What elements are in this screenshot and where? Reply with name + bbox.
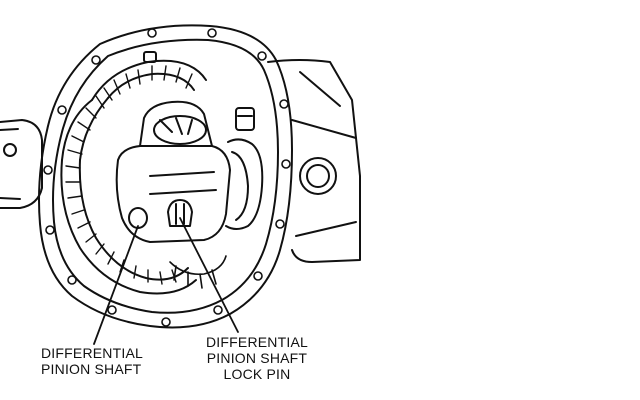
differential-case (115, 100, 231, 243)
ring-gear-teeth (65, 65, 193, 285)
pinion-gear (169, 255, 227, 289)
ring-gear (60, 59, 207, 295)
fill-plug (143, 51, 157, 63)
left-axle-tube (0, 119, 43, 209)
pinion-shaft-label-line-2: PINION SHAFT (41, 361, 142, 377)
leader-lines (93, 217, 239, 345)
leader-line-lock-pin (179, 217, 239, 333)
pinion-shaft-label: DIFFERENTIAL PINION SHAFT (41, 345, 143, 377)
leader-line-pinion-shaft (93, 225, 139, 345)
lock-pin-label-line-2: PINION SHAFT (206, 350, 308, 366)
lock-pin-label-line-3: LOCK PIN (223, 366, 291, 382)
lock-pin-label-line-1: DIFFERENTIAL (206, 334, 308, 350)
pinion-shaft-lock-pin (167, 199, 193, 227)
pinion-shaft-label-line-1: DIFFERENTIAL (41, 345, 143, 361)
right-axle-tube (267, 59, 361, 263)
pinion-shaft-end (128, 207, 148, 229)
flange-bolt-holes (43, 28, 291, 327)
bearing-cap (225, 107, 264, 230)
lock-pin-label: DIFFERENTIAL PINION SHAFT LOCK PIN (206, 334, 308, 382)
